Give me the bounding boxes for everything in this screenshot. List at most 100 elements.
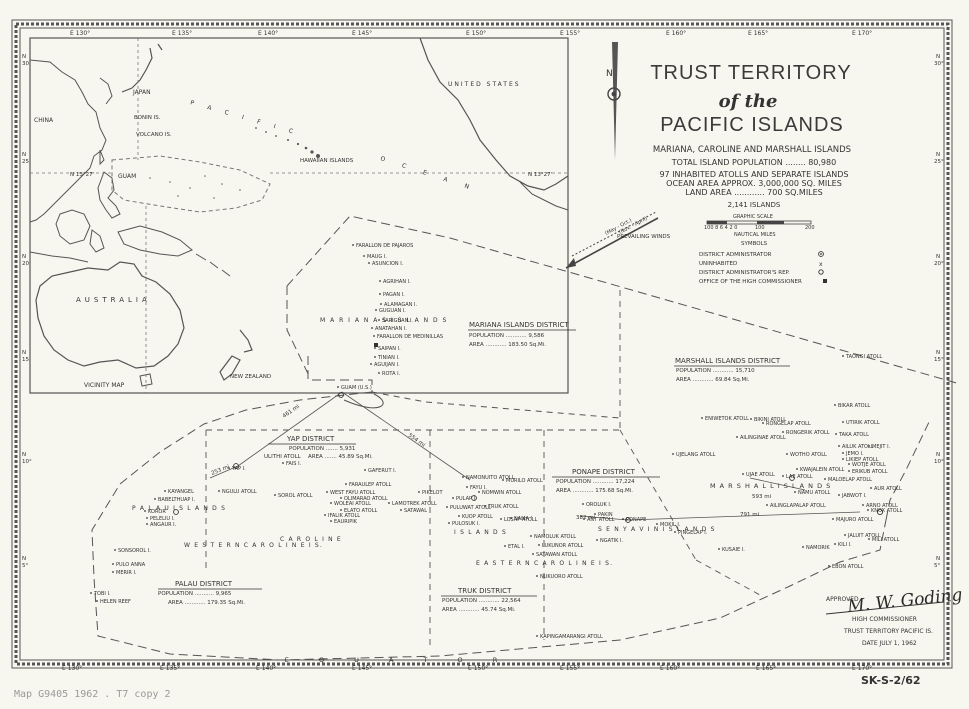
vicinity-lat-left-label: N 13°27' xyxy=(70,172,94,178)
vicinity-map-inset: JAPAN CHINA BONIN IS. VOLCANO IS. HAWAII… xyxy=(29,37,569,394)
marshall-island-label: NAMU ATOLL xyxy=(798,490,831,496)
right-latitude-label-hemisphere: N xyxy=(936,254,940,260)
caroline-island-label: HELEN REEF xyxy=(100,599,131,605)
territory-boundary-south xyxy=(91,391,887,661)
caroline-island-label: SOROL ATOLL xyxy=(278,493,313,499)
mariana-archipelago-label: M A R I A N A S I S L A N D S xyxy=(320,317,448,324)
caroline-island-label: YAP I. xyxy=(231,466,246,472)
caroline-island-label: LAMOTREK ATOLL xyxy=(392,501,437,507)
mariana-island-label: TINIAN I. xyxy=(377,355,400,361)
caroline-island-label: PULUWAT ATOLL xyxy=(450,505,491,511)
right-latitude-label-degree: 30° xyxy=(934,61,944,67)
legend-rep-symbol xyxy=(818,269,824,275)
korea-coastline xyxy=(99,77,113,105)
approval-role: HIGH COMMISSIONER xyxy=(852,616,917,623)
caroline-island-label: LUKUNOR ATOLL xyxy=(542,543,584,549)
title-subtitle: MARIANA, CAROLINE AND MARSHALL ISLANDS xyxy=(653,145,851,155)
marshall-island-label: AILINGLAPALAP ATOLL xyxy=(770,503,826,509)
distance-kwaj: 593 mi xyxy=(752,494,772,500)
central-america-coastline xyxy=(519,181,569,211)
mariana-population: POPULATION ............ 9,586 xyxy=(469,333,545,339)
distance-ponape-majuro: 791 mi xyxy=(740,512,760,518)
yap-area: AREA ....... 45.89 Sq.Mi. xyxy=(308,454,373,460)
mariana-west-boundary xyxy=(286,286,311,379)
caroline-island-label: TRUK ATOLL xyxy=(487,504,519,510)
caroline-island-label: KOROR xyxy=(148,509,166,515)
top-longitude-label: E 165° xyxy=(748,30,768,37)
bottom-longitude-label: E 170° xyxy=(852,665,872,672)
vicinity-japan-label: JAPAN xyxy=(132,89,151,96)
koror-admin-marker xyxy=(173,509,179,515)
truk-district-info: TRUK DISTRICT POPULATION ............ 22… xyxy=(441,587,537,613)
caroline-island-label: PAKIN xyxy=(598,512,613,518)
right-latitude-label-degree: 20° xyxy=(934,261,944,267)
vicinity-bonin-label: BONIN IS. xyxy=(134,115,161,121)
mariana-island-label: AGRIHAN I. xyxy=(383,279,411,285)
caroline-island-label: NAMONUITO ATOLL xyxy=(466,475,515,481)
legend-hq-symbol xyxy=(823,279,827,283)
caroline-island-label: KAYANGEL xyxy=(168,489,194,495)
commissioner-signature: M. W. Goding xyxy=(845,585,963,617)
top-longitude-label: E 155° xyxy=(560,30,580,37)
caroline-island-label: NGATIK I. xyxy=(600,538,624,544)
borneo-island xyxy=(55,209,91,245)
right-latitude-label-hemisphere: N xyxy=(936,556,940,562)
prevailing-winds: (May - Oct.) (Nov. - April) PREVAILING W… xyxy=(565,211,671,269)
marshall-island-label: UJAE ATOLL xyxy=(746,472,775,478)
right-latitude-label-hemisphere: N xyxy=(936,54,940,60)
ponape-admin-marker xyxy=(625,517,631,523)
title-islands: 2,141 ISLANDS xyxy=(728,201,781,209)
marshall-island-label: ERIKUB ATOLL xyxy=(852,469,888,475)
mariana-island-label: GUGUAN I. xyxy=(379,308,406,314)
symbols-legend: SYMBOLS DISTRICT ADMINISTRATOR UNINHABIT… xyxy=(699,241,827,285)
vicinity-hawaii-label: HAWAIIAN ISLANDS xyxy=(300,158,354,164)
marshall-island-label: ARNO ATOLL xyxy=(866,503,898,509)
marshall-island-label: JALUIT ATOLL xyxy=(847,533,881,539)
marshall-district-name: MARSHALL ISLANDS DISTRICT xyxy=(675,357,781,365)
vicinity-china-label: CHINA xyxy=(34,117,54,124)
new-guinea-island xyxy=(117,225,193,257)
caroline-island-label: NAMA I. xyxy=(514,516,534,522)
marshall-island-label: JEMO I. xyxy=(845,451,864,457)
top-longitude-label: E 145° xyxy=(352,30,372,37)
approved-label: APPROVED xyxy=(826,596,859,603)
tasmania-island xyxy=(139,373,153,387)
marshall-island-label: EBON ATOLL xyxy=(832,564,864,570)
scale-tick-100: 100 xyxy=(755,225,765,231)
title-line2: of the xyxy=(719,91,778,112)
caroline-island-label: OROLUK I. xyxy=(586,502,612,508)
bottom-longitude-label: E 160° xyxy=(660,665,680,672)
distance-guam-truk: 554 mi xyxy=(407,433,426,449)
yap-district-name: YAP DISTRICT xyxy=(286,435,335,443)
palau-district-info: PALAU DISTRICT POPULATION ........... 9,… xyxy=(158,580,262,606)
title-line3: PACIFIC ISLANDS xyxy=(660,114,844,136)
left-latitude-label-degree: 10° xyxy=(22,459,32,465)
caroline-island-label: OLIMARAO ATOLL xyxy=(344,496,388,502)
ponape-district-name: PONAPE DISTRICT xyxy=(572,468,636,476)
left-latitude-label-degree: 5° xyxy=(22,563,28,569)
title-block: TRUST TERRITORY of the PACIFIC ISLANDS M… xyxy=(650,62,851,209)
scale-units: NAUTICAL MILES xyxy=(734,232,776,238)
ponape-district-info: PONAPE DISTRICT POPULATION ............ … xyxy=(552,468,660,494)
saipan-hq-marker xyxy=(374,343,378,347)
bottom-longitude-label: E 135° xyxy=(160,665,180,672)
left-latitude-label-degree: 25° xyxy=(22,159,32,165)
ulithi-atoll-area-label: ULITHI ATOLL xyxy=(264,454,302,460)
mariana-island-label: ANATAHAN I. xyxy=(375,326,407,332)
graphic-scale: GRAPHIC SCALE 100 8 6 4 2 0 100 200 NAUT… xyxy=(704,214,815,238)
top-longitude-label: E 135° xyxy=(172,30,192,37)
marshall-island-label: BIKAR ATOLL xyxy=(838,403,870,409)
right-latitude-label-degree: 5° xyxy=(934,563,940,569)
mariana-island-label: MAUG I. xyxy=(367,254,387,260)
taiwan-island xyxy=(99,149,105,166)
palau-islands-label: P A L A U I S L A N D S xyxy=(132,505,226,512)
north-america-coastline xyxy=(419,37,569,191)
left-latitude-label-hemisphere: N xyxy=(22,556,26,562)
mariana-district-boundary xyxy=(307,356,373,392)
palau-district-name: PALAU DISTRICT xyxy=(175,580,233,588)
title-population: TOTAL ISLAND POPULATION ........ 80,980 xyxy=(671,158,836,167)
